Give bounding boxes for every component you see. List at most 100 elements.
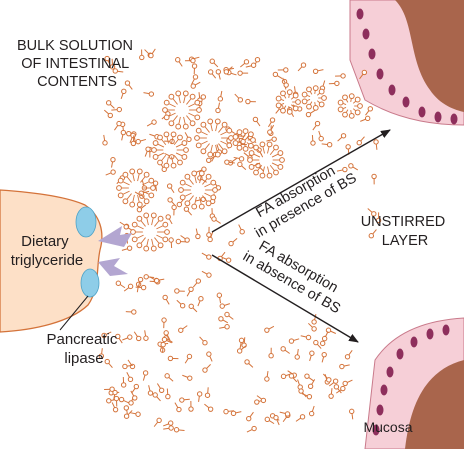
cell-nucleus <box>386 366 394 378</box>
fatty-acid <box>215 102 221 114</box>
fatty-acid <box>105 169 116 176</box>
fatty-acid <box>102 134 108 146</box>
fatty-acid <box>325 327 337 334</box>
lipase-leader-line <box>59 295 89 331</box>
fatty-acid <box>238 224 245 235</box>
fatty-acid <box>348 163 359 171</box>
fatty-acid <box>138 190 150 196</box>
fatty-acid <box>365 106 374 116</box>
fatty-acid <box>223 66 233 75</box>
fatty-acid <box>136 204 147 213</box>
cell-nucleus <box>376 404 384 416</box>
fatty-acid <box>215 69 222 80</box>
mucosa-interior-top <box>395 0 464 112</box>
fatty-acid <box>219 303 231 309</box>
fatty-acid <box>190 81 201 89</box>
fatty-acid <box>127 359 136 370</box>
fatty-acid <box>182 374 193 381</box>
micelle <box>301 85 327 111</box>
mucosa-interior-bottom <box>405 360 464 449</box>
fatty-acid <box>233 156 245 162</box>
fatty-acid <box>143 330 149 341</box>
fatty-acid <box>115 280 126 289</box>
micelle <box>337 93 363 119</box>
fatty-acid <box>202 364 211 373</box>
fatty-acid <box>147 385 154 396</box>
fatty-acid <box>175 57 183 67</box>
fatty-acid <box>310 135 316 146</box>
fatty-acid <box>176 299 186 309</box>
fatty-acid <box>125 309 137 315</box>
fatty-acid <box>328 388 334 399</box>
fatty-acid <box>130 135 137 147</box>
fatty-acid <box>321 351 327 363</box>
fatty-acid <box>219 324 230 330</box>
fatty-acid <box>109 58 116 70</box>
fatty-acid <box>112 68 124 74</box>
fatty-acid <box>114 120 122 131</box>
cell-nucleus <box>418 106 426 118</box>
fatty-acid <box>184 353 193 364</box>
lipase-action-arrow-upper <box>98 226 132 247</box>
fatty-acid <box>122 334 133 341</box>
fatty-acid <box>244 359 254 368</box>
fatty-acid <box>344 349 353 360</box>
fatty-acid <box>137 276 144 288</box>
cell-nucleus <box>376 68 384 80</box>
micelle <box>194 118 234 158</box>
micelle <box>151 131 189 169</box>
fatty-acid <box>308 322 317 332</box>
cell-nucleus <box>356 8 364 20</box>
fatty-acid <box>333 384 342 394</box>
fatty-acid <box>171 204 177 216</box>
fatty-acid <box>149 276 160 284</box>
fatty-acid <box>367 208 377 217</box>
fatty-acid <box>216 292 223 304</box>
fatty-acid <box>143 91 155 97</box>
fatty-acid <box>192 278 202 288</box>
fatty-acid <box>111 106 123 113</box>
fatty-acid <box>133 331 142 342</box>
fatty-acid <box>195 228 201 240</box>
micelle <box>130 212 170 252</box>
fatty-acid <box>122 363 133 370</box>
cell-nucleus <box>368 48 376 60</box>
fatty-acid <box>268 117 276 128</box>
fatty-acid <box>277 67 289 73</box>
fatty-acid <box>301 393 313 400</box>
fatty-acid <box>163 330 171 341</box>
fatty-acid <box>152 392 161 402</box>
label-mucosa: Mucosa <box>363 419 412 435</box>
fatty-acid <box>328 80 340 87</box>
mucosa-top <box>349 0 464 126</box>
fatty-acid <box>246 411 254 422</box>
fatty-acid <box>103 109 113 119</box>
fatty-acid <box>245 62 257 68</box>
fatty-acid <box>253 56 261 68</box>
fatty-acid <box>240 59 250 68</box>
fatty-acid <box>304 373 314 382</box>
fatty-acid <box>115 333 123 344</box>
fatty-acid <box>256 395 267 404</box>
label-unstirred-layer: UNSTIRRED LAYER <box>361 214 450 249</box>
fatty-acid <box>153 417 162 427</box>
cell-nucleus <box>380 384 388 396</box>
fatty-acid <box>298 388 307 398</box>
micelles <box>116 85 363 252</box>
fatty-acid <box>280 373 292 380</box>
fatty-acid <box>130 411 141 417</box>
fatty-acid <box>196 391 203 402</box>
fatty-acid <box>165 214 173 225</box>
fatty-acid <box>179 397 190 403</box>
fatty-acid <box>123 224 134 232</box>
cell-nucleus <box>450 113 458 125</box>
fatty-acid <box>359 69 368 80</box>
fatty-acid <box>312 68 324 75</box>
fatty-acid <box>165 388 171 400</box>
fatty-acid <box>131 383 140 394</box>
fatty-acid <box>178 325 188 333</box>
fatty-acid <box>167 355 179 362</box>
fatty-acid <box>322 373 332 383</box>
fatty-acid <box>371 173 377 185</box>
fatty-acid <box>120 376 127 388</box>
